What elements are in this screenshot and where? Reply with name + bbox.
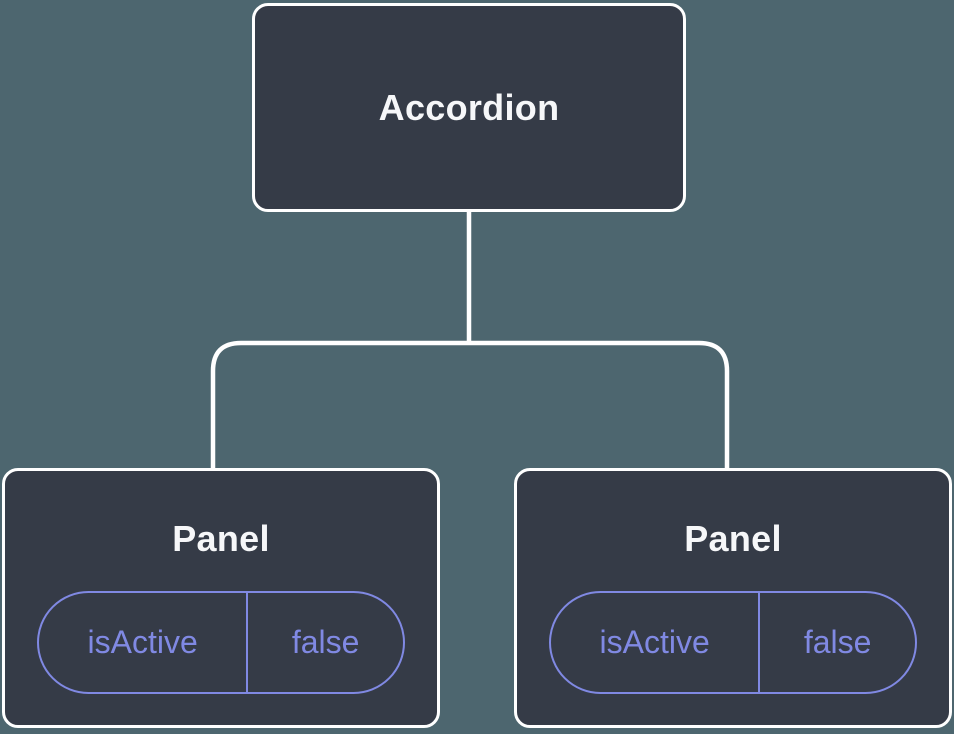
state-pill: isActive false [37, 591, 405, 694]
state-value: false [291, 624, 360, 660]
panel-node-left: Panel isActive false [2, 468, 440, 728]
connector-bracket [210, 340, 730, 472]
state-key: isActive [551, 593, 761, 692]
accordion-label: Accordion [378, 86, 560, 128]
accordion-node: Accordion [252, 3, 686, 212]
state-key: isActive [39, 593, 249, 692]
state-pill: isActive false [549, 591, 917, 694]
panel-label: Panel [172, 518, 270, 559]
state-value: false [803, 624, 872, 660]
panel-label: Panel [684, 518, 782, 559]
panel-node-right: Panel isActive false [514, 468, 952, 728]
